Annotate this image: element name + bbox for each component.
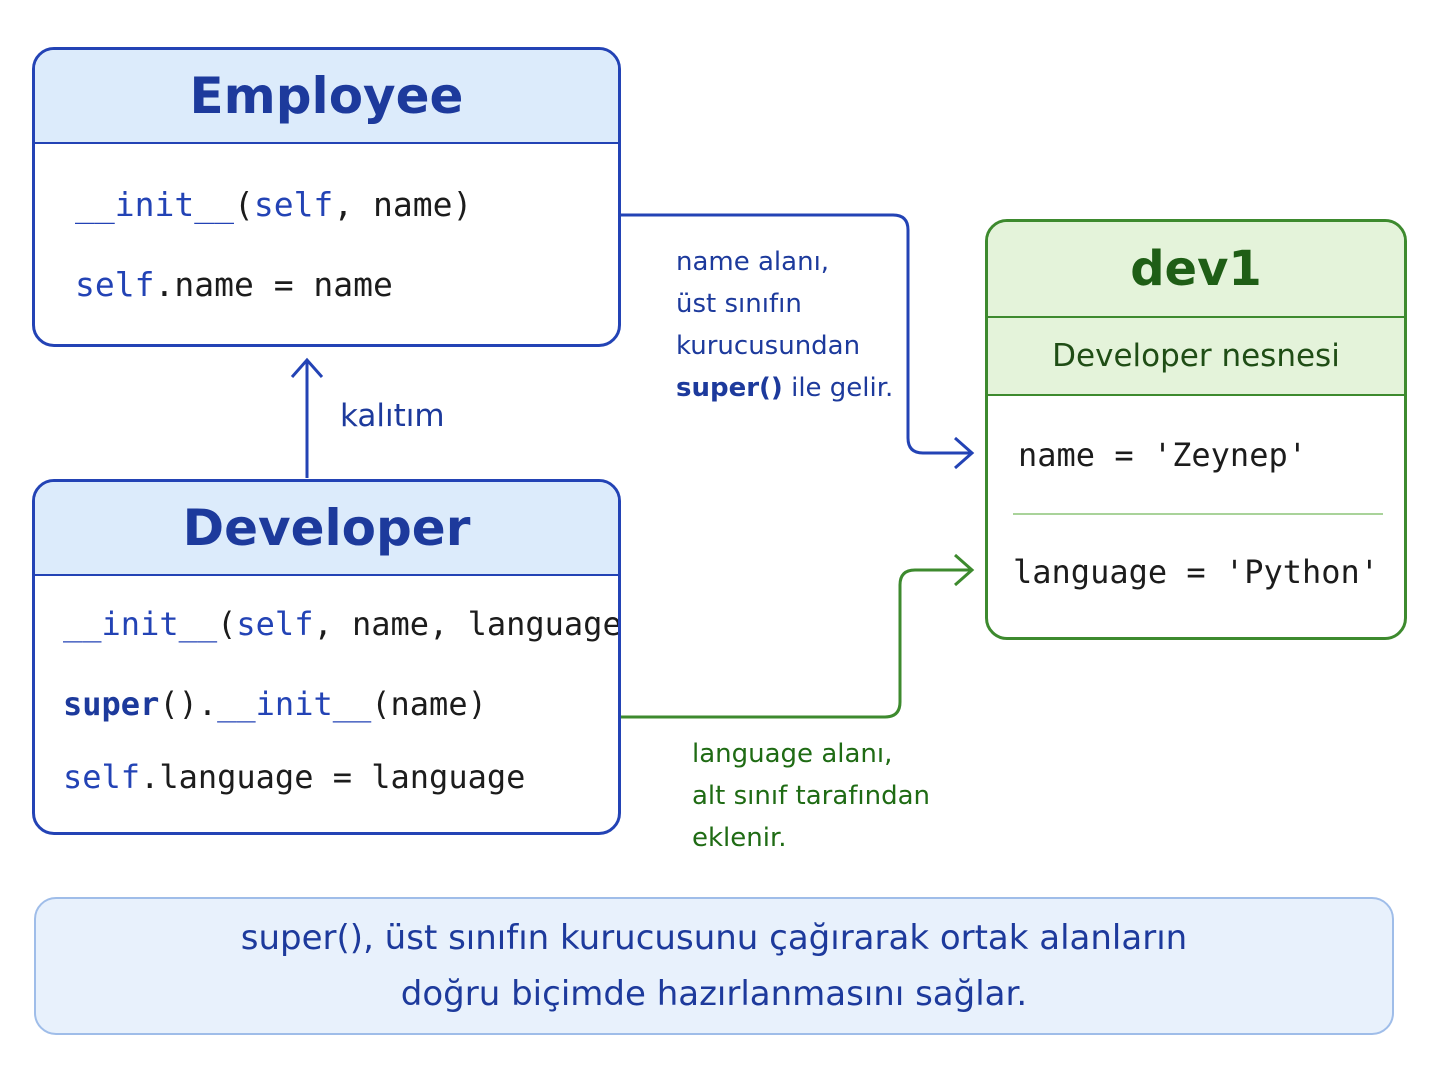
language-note-line-1: language alanı, xyxy=(692,739,893,769)
developer-super-rest-b: (name) xyxy=(371,685,487,723)
inheritance-arrowhead xyxy=(290,357,324,378)
employee-assign-self: self xyxy=(75,265,155,304)
name-note-line-3: kurucusundan xyxy=(676,331,861,361)
employee-init-name: __init__ xyxy=(75,185,234,224)
employee-init-signature: __init__(self, name) xyxy=(75,185,472,224)
developer-super-call: super().__init__(name) xyxy=(63,685,487,723)
dev1-name-attribute: name = 'Zeynep' xyxy=(1018,436,1307,474)
developer-init-self: self xyxy=(236,605,314,643)
employee-init-args: , name) xyxy=(333,185,473,224)
language-field-note: language alanı, alt sınıf tarafından ekl… xyxy=(692,733,930,859)
developer-language-assignment: self.language = language xyxy=(63,758,525,796)
summary-line-2: doğru biçimde hazırlanmasını sağlar. xyxy=(400,974,1028,1014)
employee-class-title: Employee xyxy=(35,50,618,144)
name-note-line-4: super() ile gelir. xyxy=(676,367,893,409)
developer-class-box: Developer __init__(self, name, language)… xyxy=(32,479,621,835)
name-note-line-1: name alanı, xyxy=(676,247,830,277)
developer-assign-self: self xyxy=(63,758,141,796)
employee-init-self: self xyxy=(253,185,334,224)
employee-class-box: Employee __init__(self, name) self.name … xyxy=(32,47,621,347)
dev1-object-title: dev1 xyxy=(988,222,1404,318)
name-field-note: name alanı, üst sınıfın kurucusundan sup… xyxy=(676,241,893,409)
developer-init-args: , name, language) xyxy=(313,605,621,643)
developer-init-paren: ( xyxy=(217,605,237,643)
name-note-super-keyword: super() xyxy=(676,373,783,403)
employee-init-paren: ( xyxy=(233,185,254,224)
language-note-line-3: eklenir. xyxy=(692,823,787,853)
language-note-line-2: alt sınıf tarafından xyxy=(692,781,931,811)
language-connector xyxy=(621,568,972,719)
dev1-language-attribute: language = 'Python' xyxy=(1013,553,1380,591)
dev1-attribute-divider xyxy=(1013,513,1383,515)
employee-assign-rest: .name = name xyxy=(154,265,393,304)
name-connector xyxy=(621,213,972,455)
name-connector-arrowhead xyxy=(954,436,975,470)
developer-assign-rest: .language = language xyxy=(140,758,526,796)
inheritance-label: kalıtım xyxy=(340,398,445,434)
developer-super-rest-a: (). xyxy=(159,685,218,723)
name-note-line-2: üst sınıfın xyxy=(676,289,802,319)
dev1-object-box: dev1 Developer nesnesi name = 'Zeynep' l… xyxy=(985,219,1407,640)
developer-init-name: __init__ xyxy=(63,605,218,643)
language-connector-arrowhead xyxy=(954,553,975,587)
employee-name-assignment: self.name = name xyxy=(75,265,393,304)
developer-super-keyword: super xyxy=(63,685,160,723)
developer-class-title: Developer xyxy=(35,482,618,576)
summary-box: super(), üst sınıfın kurucusunu çağırara… xyxy=(34,897,1394,1035)
developer-init-signature: __init__(self, name, language) xyxy=(63,605,621,643)
developer-super-init: __init__ xyxy=(217,685,372,723)
name-note-line-4-rest: ile gelir. xyxy=(782,373,894,403)
summary-line-1: super(), üst sınıfın kurucusunu çağırara… xyxy=(240,918,1188,958)
dev1-object-subtitle: Developer nesnesi xyxy=(988,318,1404,396)
